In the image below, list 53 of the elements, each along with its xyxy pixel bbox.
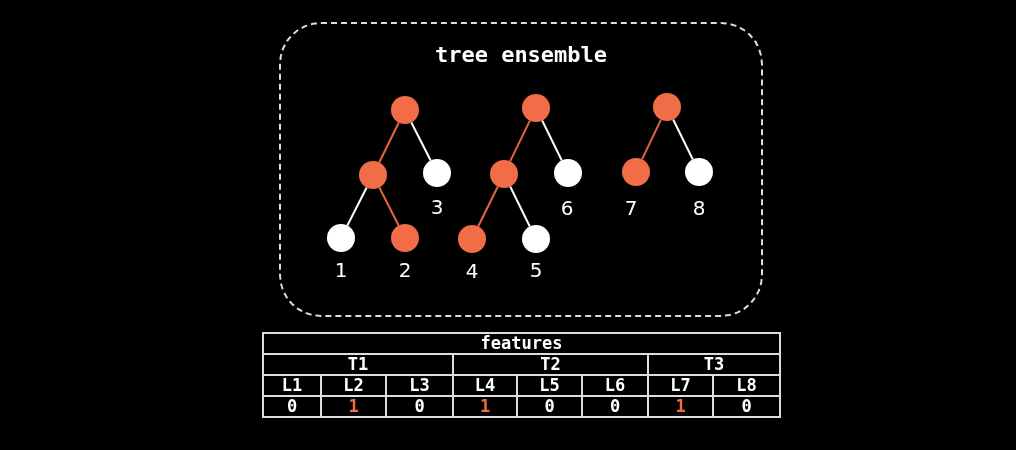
- leaf-number: 6: [559, 197, 575, 219]
- tree-node-circle: [423, 159, 451, 187]
- tree-branch-line: [378, 121, 400, 164]
- feature-value: 1: [321, 396, 386, 417]
- tree-node-circle: [391, 96, 419, 124]
- leaf-heading: L8: [713, 375, 780, 396]
- tree-branch-line: [346, 186, 368, 227]
- tree-heading: T1: [263, 354, 453, 375]
- leaf-heading: L2: [321, 375, 386, 396]
- feature-value: 1: [648, 396, 713, 417]
- tree-node-circle: [653, 93, 681, 121]
- table-heading: features: [263, 333, 780, 354]
- tree-node-circle: [554, 159, 582, 187]
- leaf-number: 3: [429, 196, 445, 218]
- leaf-heading: L5: [517, 375, 582, 396]
- tree-branch-line: [477, 185, 499, 228]
- leaf-heading: L4: [453, 375, 517, 396]
- feature-value: 0: [386, 396, 453, 417]
- leaf-number: 4: [464, 260, 480, 282]
- feature-value: 0: [713, 396, 780, 417]
- tree-node-circle: [622, 158, 650, 186]
- tree-branch-line: [509, 119, 531, 163]
- tree-node-circle: [522, 225, 550, 253]
- tree-node-circle: [522, 94, 550, 122]
- leaf-number: 7: [623, 197, 639, 219]
- tree-branch-line: [378, 186, 400, 227]
- tree-heading: T3: [648, 354, 780, 375]
- leaf-number: 2: [397, 259, 413, 281]
- tree-node-circle: [391, 224, 419, 252]
- tree-node-circle: [359, 161, 387, 189]
- tree-branch-line: [410, 121, 432, 162]
- leaf-number: 5: [528, 259, 544, 281]
- leaf-heading: L3: [386, 375, 453, 396]
- tree-branch-line: [672, 118, 694, 161]
- tree-node-circle: [327, 224, 355, 252]
- feature-value: 0: [582, 396, 648, 417]
- tree-branch-line: [541, 119, 563, 162]
- leaf-heading: L6: [582, 375, 648, 396]
- leaf-number: 8: [691, 197, 707, 219]
- tree-node-circle: [458, 225, 486, 253]
- tree-branch-line: [509, 185, 531, 228]
- tree-node-circle: [685, 158, 713, 186]
- group-title: tree ensemble: [433, 42, 609, 67]
- tree-heading: T2: [453, 354, 648, 375]
- feature-value: 0: [517, 396, 582, 417]
- feature-value: 0: [263, 396, 321, 417]
- tree-branch-line: [641, 118, 662, 161]
- leaf-heading: L7: [648, 375, 713, 396]
- leaf-heading: L1: [263, 375, 321, 396]
- feature-value: 1: [453, 396, 517, 417]
- dashed-group-box: [279, 22, 763, 317]
- tree-node-circle: [490, 160, 518, 188]
- leaf-number: 1: [333, 259, 349, 281]
